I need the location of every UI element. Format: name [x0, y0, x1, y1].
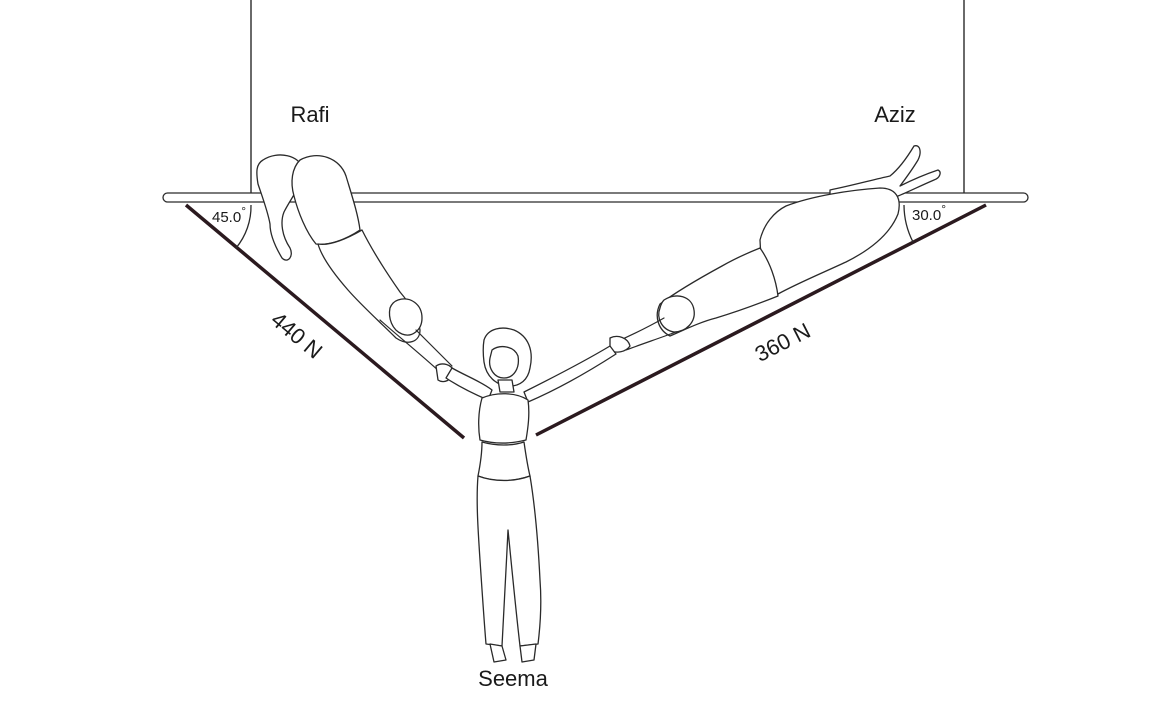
rafi-head	[388, 298, 423, 336]
label-seema: Seema	[478, 666, 548, 691]
label-aziz: Aziz	[874, 102, 916, 127]
aziz-legs	[829, 145, 941, 200]
rafi-arm-right	[415, 329, 453, 367]
seema-foot-left	[489, 643, 507, 663]
aziz-shorts	[759, 187, 900, 295]
angle-right-degree-sign: °	[941, 202, 946, 216]
rafi-figure	[256, 154, 455, 383]
seema-foot-right	[519, 643, 537, 663]
aziz-arm-lower	[625, 331, 677, 351]
rafi-shorts	[291, 155, 361, 246]
angle-right-value: 30.0	[912, 207, 941, 224]
angle-arc-left	[235, 204, 252, 249]
seema-face	[488, 345, 520, 379]
angle-arc-right	[903, 204, 914, 243]
seema-figure	[445, 327, 617, 663]
label-angle-right: 30.0°	[912, 202, 946, 224]
seema-arm-left	[445, 367, 493, 401]
label-force-right: 360 N	[751, 318, 815, 367]
force-line-right	[535, 203, 987, 437]
aziz-figure	[609, 145, 941, 353]
label-rafi: Rafi	[290, 102, 329, 127]
seema-midriff	[477, 441, 531, 482]
angle-left-value: 45.0	[212, 209, 241, 226]
seema-pants	[476, 475, 542, 647]
seema-neck	[497, 379, 515, 393]
seema-arm-right	[523, 345, 617, 403]
aziz-head	[658, 295, 695, 333]
rafi-arm-left	[379, 319, 441, 373]
seema-top	[478, 393, 530, 444]
force-line-left	[184, 203, 466, 440]
angle-left-degree-sign: °	[241, 204, 246, 218]
label-angle-left: 45.0°	[212, 204, 246, 226]
